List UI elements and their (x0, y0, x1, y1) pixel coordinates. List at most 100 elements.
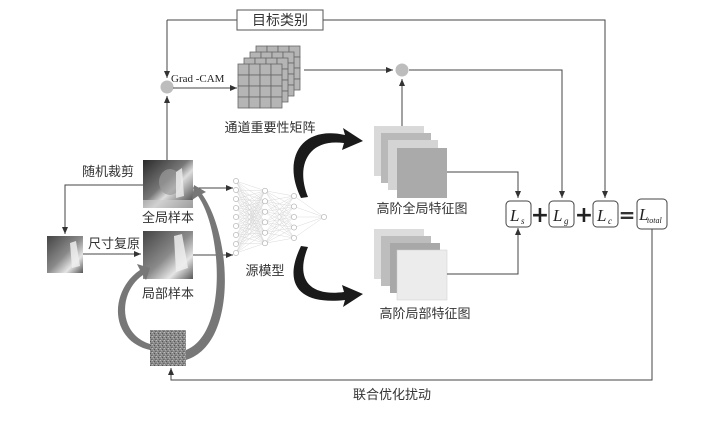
network-edge (235, 180, 266, 191)
network-edge (235, 189, 266, 233)
network-node (291, 224, 297, 231)
network-node (233, 178, 239, 184)
svg-text:L: L (638, 205, 648, 224)
gradcam-node-icon (160, 80, 174, 94)
network-edge (235, 201, 266, 209)
matrix-cell (237, 63, 250, 76)
loss-lc-box: L c (592, 200, 619, 228)
curved-arrow-noise-to-global-icon (186, 185, 225, 360)
svg-text:L: L (596, 206, 606, 225)
resize-restore-label: 尺寸复原 (88, 237, 140, 252)
network-edge (235, 198, 266, 244)
svg-text:c: c (608, 216, 612, 226)
plus-sign: + (575, 203, 593, 228)
network-edge (235, 207, 266, 212)
network-node (262, 229, 268, 236)
high-global-feature-map-icon (374, 126, 447, 198)
network-edge (235, 234, 266, 244)
high-global-feature-label: 高阶全局特征图 (376, 201, 467, 217)
network-node (233, 250, 239, 256)
joint-optimization-label: 联合优化扰动 (353, 388, 431, 403)
network-node (291, 235, 297, 241)
network-edge (235, 190, 266, 236)
network-edge (235, 225, 266, 233)
loss-total-box: L total (636, 198, 668, 230)
network-edge (235, 216, 266, 233)
network-edge (293, 216, 325, 239)
network-edge (235, 216, 266, 223)
network-edge (235, 190, 266, 227)
matrix-cell (259, 63, 272, 76)
network-node (233, 187, 239, 193)
matrix-cell (237, 96, 250, 109)
network-edge (235, 201, 266, 227)
curved-arrow-noise-to-local-icon (117, 264, 150, 350)
arrow-target-to-lc (323, 19, 608, 198)
network-edge (235, 225, 266, 244)
matrix-cell (248, 85, 261, 98)
network-edge (235, 190, 266, 254)
arrow-combine-to-lg (409, 69, 565, 198)
matrix-cell (259, 96, 272, 109)
network-edge (235, 232, 266, 236)
local-sample-image (143, 231, 193, 279)
loss-ls-box: L s (505, 200, 532, 228)
network-node (291, 203, 297, 210)
matrix-cell (270, 85, 283, 98)
network-edge (235, 211, 266, 236)
matrix-cell (237, 74, 250, 87)
network-edge (235, 211, 266, 245)
network-edge (293, 206, 325, 218)
network-node (233, 196, 239, 202)
target-class-node: 目标类别 (164, 9, 608, 198)
svg-text:g: g (564, 216, 569, 226)
equals-sign: = (619, 203, 636, 227)
plus-sign: + (531, 203, 549, 228)
network-edge (235, 211, 266, 227)
network-edge (235, 190, 266, 218)
network-edge (235, 243, 266, 254)
network-edge (235, 201, 266, 254)
network-edge (293, 216, 325, 228)
network-edge (264, 237, 295, 244)
source-model-label: 源模型 (245, 264, 284, 279)
perturbation-noise-image (150, 330, 186, 366)
matrix-cell (259, 85, 272, 98)
network-edge (235, 222, 266, 227)
matrix-cell (248, 63, 261, 76)
network-edge (264, 227, 295, 244)
network-edge (235, 190, 266, 245)
cropped-sample-image (47, 236, 83, 273)
network-edge (264, 190, 295, 197)
network-edge (235, 190, 266, 200)
matrix-cell (270, 74, 283, 87)
network-edge (235, 216, 266, 244)
network-node (233, 232, 239, 238)
arrow-local-feature-to-ls (447, 228, 521, 275)
target-class-box (236, 9, 324, 31)
source-model-network-icon (233, 178, 327, 256)
network-edge (235, 180, 266, 233)
arrow-total-to-perturbation (168, 229, 653, 381)
network-edge (235, 211, 266, 254)
network-edge (264, 206, 295, 244)
arrow-global-to-crop (62, 184, 143, 234)
global-sample-label: 全局样本 (142, 210, 194, 226)
curved-arrow-to-global-feature-icon (293, 128, 363, 198)
network-node (262, 240, 268, 247)
network-edge (235, 222, 266, 236)
network-edge (235, 201, 266, 236)
matrix-cell (237, 85, 250, 98)
network-edge (264, 195, 295, 212)
network-edge (235, 207, 266, 233)
network-node (262, 208, 268, 215)
high-local-feature-map-icon (374, 229, 448, 301)
network-node (262, 187, 268, 194)
matrix-cell (270, 96, 283, 109)
svg-text:L: L (552, 206, 562, 225)
combine-node-icon (395, 63, 409, 77)
network-edge (235, 201, 266, 245)
network-node (233, 241, 239, 247)
curved-arrow-to-local-feature-icon (293, 246, 363, 307)
network-edge (235, 232, 266, 245)
